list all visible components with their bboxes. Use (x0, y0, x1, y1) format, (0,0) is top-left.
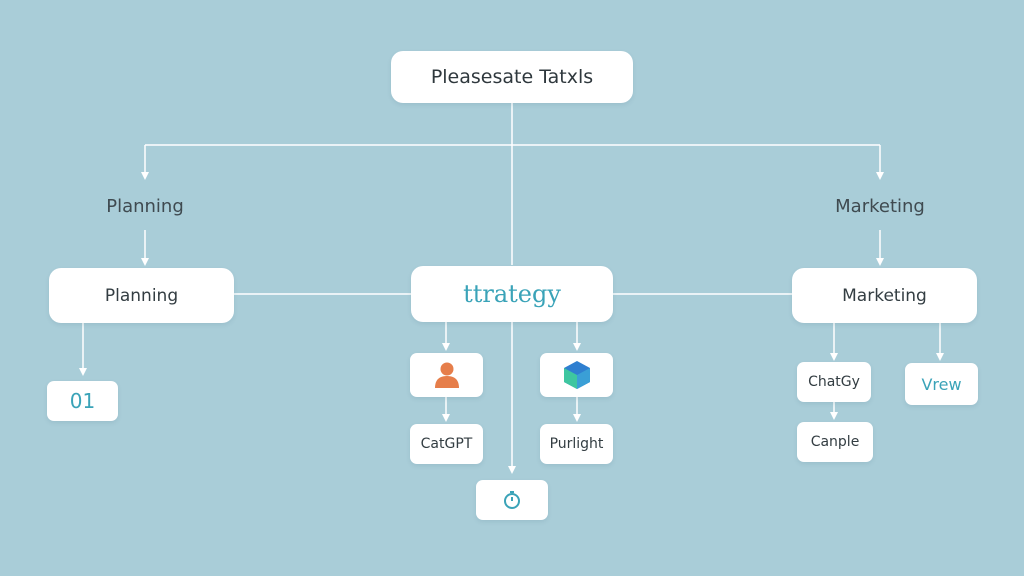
number-badge[interactable]: 01 (47, 381, 118, 421)
chatgy-node[interactable]: ChatGy (797, 362, 871, 402)
root-node[interactable]: Pleasesate Tatxls (391, 51, 633, 103)
arrowhead (573, 343, 581, 351)
planning-node[interactable]: Planning (49, 268, 234, 323)
arrowhead (876, 258, 884, 266)
purlight-node-label: Purlight (549, 436, 604, 452)
strategy-node[interactable]: ttrategy (411, 266, 613, 322)
purlight-node[interactable]: Purlight (540, 424, 613, 464)
canple-node[interactable]: Canple (797, 422, 873, 462)
arrowhead (508, 466, 516, 474)
arrowhead (442, 343, 450, 351)
strategy-node-label: ttrategy (463, 280, 561, 308)
person-icon (434, 362, 459, 388)
timer-icon-node[interactable] (476, 480, 548, 520)
canple-node-label: Canple (810, 434, 860, 450)
arrowhead (442, 414, 450, 422)
cube-icon-node[interactable] (540, 353, 613, 397)
arrowhead (141, 258, 149, 266)
arrowhead (936, 353, 944, 361)
marketing-node-label: Marketing (842, 285, 927, 306)
number-badge-label: 01 (69, 389, 96, 413)
catgpt-node-label: CatGPT (420, 436, 473, 452)
planning-branch-label: Planning (106, 196, 184, 217)
arrowhead (830, 353, 838, 361)
arrowhead (79, 368, 87, 376)
cube-icon (563, 361, 590, 389)
root-node-label: Pleasesate Tatxls (430, 66, 594, 88)
catgpt-node[interactable]: CatGPT (410, 424, 483, 464)
arrowhead (141, 172, 149, 180)
person-icon-node[interactable] (410, 353, 483, 397)
arrowhead (573, 414, 581, 422)
vrew-node-label: Vrew (921, 374, 962, 394)
chatgy-node-label: ChatGy (808, 374, 860, 390)
marketing-node[interactable]: Marketing (792, 268, 977, 323)
arrowhead (830, 412, 838, 420)
timer-icon (504, 491, 520, 509)
vrew-node[interactable]: Vrew (905, 363, 978, 405)
planning-node-label: Planning (104, 285, 179, 306)
marketing-branch-label: Marketing (835, 196, 925, 217)
arrowhead (876, 172, 884, 180)
